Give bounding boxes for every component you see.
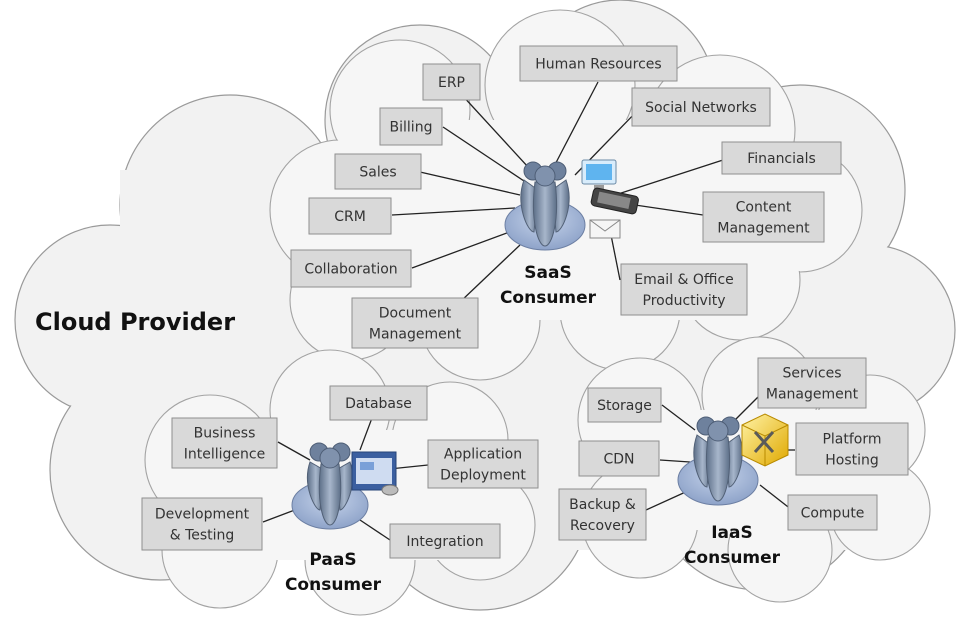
service-box-label: Content <box>736 200 792 216</box>
service-box-label: Recovery <box>570 518 635 534</box>
service-box-label: Social Networks <box>645 100 757 116</box>
service-box-label: Deployment <box>440 468 526 484</box>
service-box-rect <box>290 249 412 288</box>
service-box-database: Database <box>329 385 428 421</box>
service-box-development-testing: Development & Testing <box>141 497 263 551</box>
service-box-rect <box>141 497 263 551</box>
service-box-rect <box>702 191 825 243</box>
service-box-label: Management <box>717 221 810 237</box>
service-box-backup-recovery: Backup & Recovery <box>558 488 647 541</box>
service-box-label: Business <box>194 426 256 442</box>
paas-consumer-icon <box>291 442 369 530</box>
service-box-label: Management <box>766 387 859 403</box>
service-box-label: Compute <box>801 506 865 522</box>
service-box-label: Productivity <box>643 293 726 309</box>
service-box-rect <box>334 153 422 190</box>
service-box-sales: Sales <box>334 153 422 190</box>
server-cube-icon <box>741 413 789 467</box>
service-box-compute: Compute <box>787 494 878 531</box>
svg-text:PaaS: PaaS <box>309 550 356 570</box>
phone-icon <box>590 187 639 215</box>
svg-text:Consumer: Consumer <box>684 548 781 568</box>
service-box-label: Intelligence <box>184 447 265 463</box>
service-box-crm: CRM <box>308 197 392 235</box>
service-box-rect <box>389 523 501 559</box>
service-box-rect <box>379 107 443 146</box>
service-box-rect <box>787 494 878 531</box>
application-window-icon <box>351 451 399 496</box>
svg-text:IaaS: IaaS <box>711 523 753 543</box>
service-box-rect <box>795 422 909 476</box>
service-box-rect <box>422 63 481 101</box>
service-box-label: Integration <box>406 534 483 550</box>
service-box-rect <box>631 87 771 127</box>
mail-icon <box>589 219 621 239</box>
service-box-label: Financials <box>747 151 816 167</box>
service-box-rect <box>620 263 748 316</box>
service-box-rect <box>587 387 662 423</box>
service-box-label: Email & Office <box>634 272 734 288</box>
service-box-label: CRM <box>334 209 366 225</box>
saas-consumer-icon <box>504 161 586 251</box>
service-box-label: Human Resources <box>535 57 661 73</box>
service-box-label: Backup & <box>569 497 636 513</box>
service-box-social-networks: Social Networks <box>631 87 771 127</box>
saas-consumer-label: SaaS Consumer <box>500 263 597 308</box>
service-box-label: Document <box>379 306 452 322</box>
service-box-cdn: CDN <box>578 440 660 477</box>
service-box-collaboration: Collaboration <box>290 249 412 288</box>
service-box-human-resources: Human Resources <box>519 45 678 82</box>
service-box-financials: Financials <box>721 141 842 175</box>
service-box-label: & Testing <box>170 528 235 544</box>
service-box-rect <box>519 45 678 82</box>
service-box-rect <box>427 439 539 489</box>
iaas-consumer-label: IaaS Consumer <box>684 523 781 568</box>
service-box-label: Application <box>444 447 522 463</box>
service-box-rect <box>351 297 479 349</box>
paas-consumer-label: PaaS Consumer <box>285 550 382 595</box>
service-box-label: Development <box>155 507 250 523</box>
service-box-billing: Billing <box>379 107 443 146</box>
service-box-label: Database <box>345 396 412 412</box>
service-box-rect <box>171 417 278 469</box>
service-box-label: Sales <box>359 165 396 181</box>
service-box-label: Platform <box>822 432 881 448</box>
service-box-rect <box>578 440 660 477</box>
service-box-label: Billing <box>390 120 433 136</box>
service-box-rect <box>308 197 392 235</box>
service-box-label: Storage <box>597 398 652 414</box>
service-box-label: Management <box>369 327 462 343</box>
service-box-storage: Storage <box>587 387 662 423</box>
cloud-provider-label: Cloud Provider <box>35 308 235 336</box>
iaas-consumer-icon <box>677 416 759 506</box>
service-box-label: Collaboration <box>304 262 397 278</box>
service-box-label: CDN <box>603 452 634 468</box>
svg-text:Consumer: Consumer <box>500 288 597 308</box>
service-box-label: Services <box>782 366 841 382</box>
svg-text:Consumer: Consumer <box>285 575 382 595</box>
service-box-rect <box>721 141 842 175</box>
service-box-erp: ERP <box>422 63 481 101</box>
service-box-label: Hosting <box>825 453 879 469</box>
svg-text:SaaS: SaaS <box>524 263 571 283</box>
service-box-integration: Integration <box>389 523 501 559</box>
service-box-rect <box>558 488 647 541</box>
service-box-rect <box>329 385 428 421</box>
service-box-label: ERP <box>438 75 465 91</box>
monitor-icon <box>581 159 617 189</box>
service-box-rect <box>757 357 867 409</box>
